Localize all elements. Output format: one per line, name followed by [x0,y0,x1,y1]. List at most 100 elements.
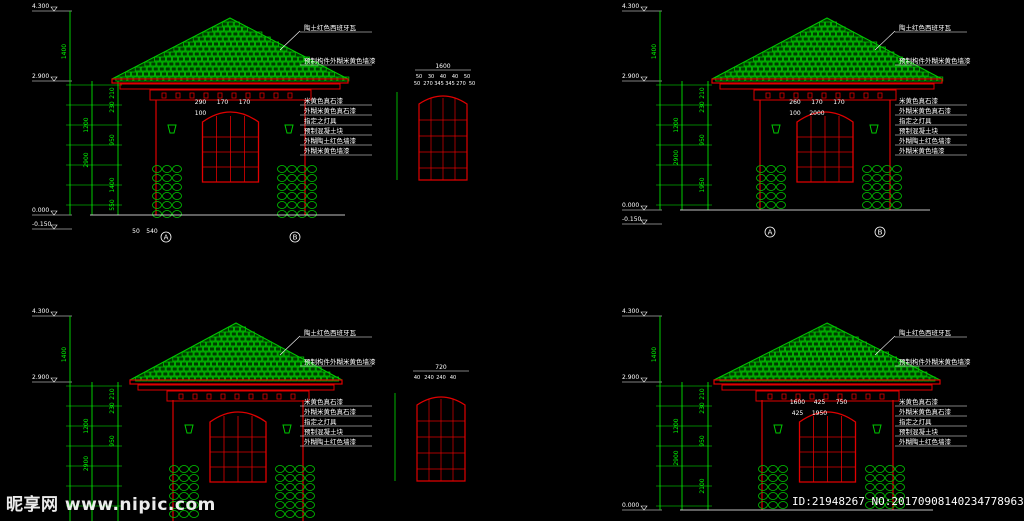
stone [875,492,885,500]
callout-label: 预制混凝土块 [304,427,344,436]
stone [768,501,778,509]
roof-tile [329,71,335,77]
stone [885,492,895,500]
roof-tile [168,61,175,67]
roof-tile [211,351,218,357]
roof-tile [845,61,852,67]
roof-tile [863,361,870,367]
roof-tile [753,371,760,377]
level-label: 2.900 [32,374,49,381]
roof-tile [256,346,263,352]
stone [305,501,315,509]
roof-tile [809,346,815,352]
roof-tile [724,71,731,77]
roof-tile [782,66,789,72]
roof-tile [861,356,867,362]
level-triangle [640,505,648,511]
stone [275,501,285,509]
stone [758,465,768,473]
roof-tile [821,346,827,352]
roof-tile [180,371,187,377]
stone [895,474,905,482]
stone [307,183,317,191]
roof-tile [327,376,333,382]
roof-tile [783,56,789,62]
roof-tile [784,71,791,77]
roof-tile [871,41,878,47]
roof-tile [197,46,204,52]
dimension-label: 1400 [651,44,658,59]
roof-tile [871,351,877,357]
roof-tile [199,361,205,367]
roof-tile [245,46,252,52]
roof-tile [882,51,889,57]
stone [152,192,162,200]
roof-tile [812,341,819,347]
roof-tile [230,66,237,72]
roof-tile [321,376,327,382]
roof-tile [829,41,836,47]
roof-tile [234,371,241,377]
roof-tile [853,351,859,357]
roof-tile [192,36,199,42]
roof-tile [177,366,184,372]
roof-tile [209,71,215,77]
stone [778,483,788,491]
roof-tile [280,356,287,362]
stone [768,483,778,491]
roof-tile [791,361,798,367]
level-triangle [50,224,58,230]
roof-tile [824,31,831,37]
stone [758,483,768,491]
inner-dimension: 170 [239,99,251,106]
stone [169,492,179,500]
roof-tile [846,336,853,342]
stone [277,192,287,200]
stone [179,465,189,473]
roof-tile [283,51,290,57]
roof-tile [909,371,916,377]
roof-tile [243,366,250,372]
detail-dimension: 345 [445,81,455,87]
roof-tile [835,41,842,47]
roof-tile [311,71,317,77]
stone [872,174,882,182]
roof-tile [279,376,285,382]
roof-tile [216,36,223,42]
roof-tile [247,361,253,367]
roof-tile [269,46,276,52]
stone [892,174,902,182]
roof-tile [820,331,827,337]
roof-tile [807,56,813,62]
inner-dimension: 100 [195,110,207,117]
roof-tile [167,71,173,77]
detail-dimension: 1600 [435,63,450,70]
dimension-label: 230 [699,402,706,414]
roof-tile [798,51,805,57]
roof-tile [241,351,248,357]
roof-tile [849,371,856,377]
roof-tile [810,51,817,57]
roof-tile [165,376,171,382]
roof-tile [803,361,810,367]
roof-tile [263,71,269,77]
stone [285,474,295,482]
detail-dimension: 50 [416,74,422,80]
level-label: -0.150 [32,221,52,228]
roof-tile [872,66,879,72]
roof-tile [203,71,209,77]
roof-tile [243,41,249,47]
stone [305,474,315,482]
roof-tile [237,376,243,382]
roof-tile [743,376,750,382]
roof-tile [183,41,189,47]
roof-tile [839,61,846,67]
roof-tile [827,346,833,352]
dimension-label: 540 [146,228,158,235]
dimension-label: 230 [699,101,706,113]
roof-tile [207,41,213,47]
roof-tile [219,376,225,382]
roof-tile [842,341,849,347]
roof-tile [240,61,247,67]
